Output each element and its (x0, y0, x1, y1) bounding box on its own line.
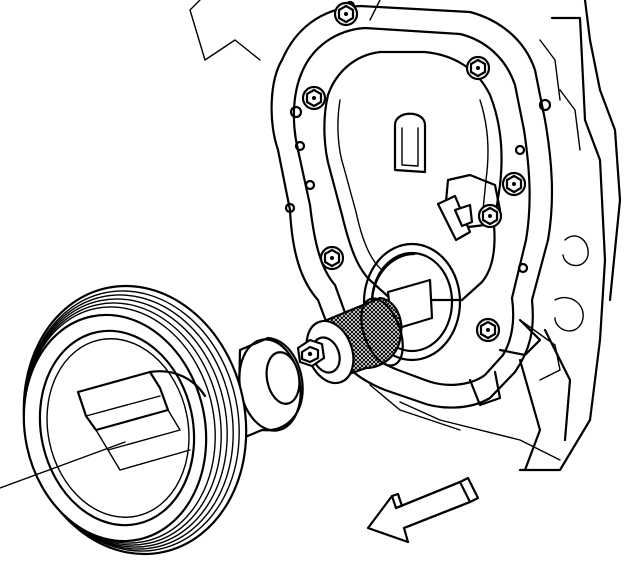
engine-front-cover (189, 0, 622, 472)
crankshaft-balancer (22, 284, 304, 556)
callout-leader (0, 441, 126, 489)
direction-arrow (366, 476, 480, 544)
seal-installer-tool (296, 278, 434, 385)
crankshaft-seal (370, 252, 416, 306)
